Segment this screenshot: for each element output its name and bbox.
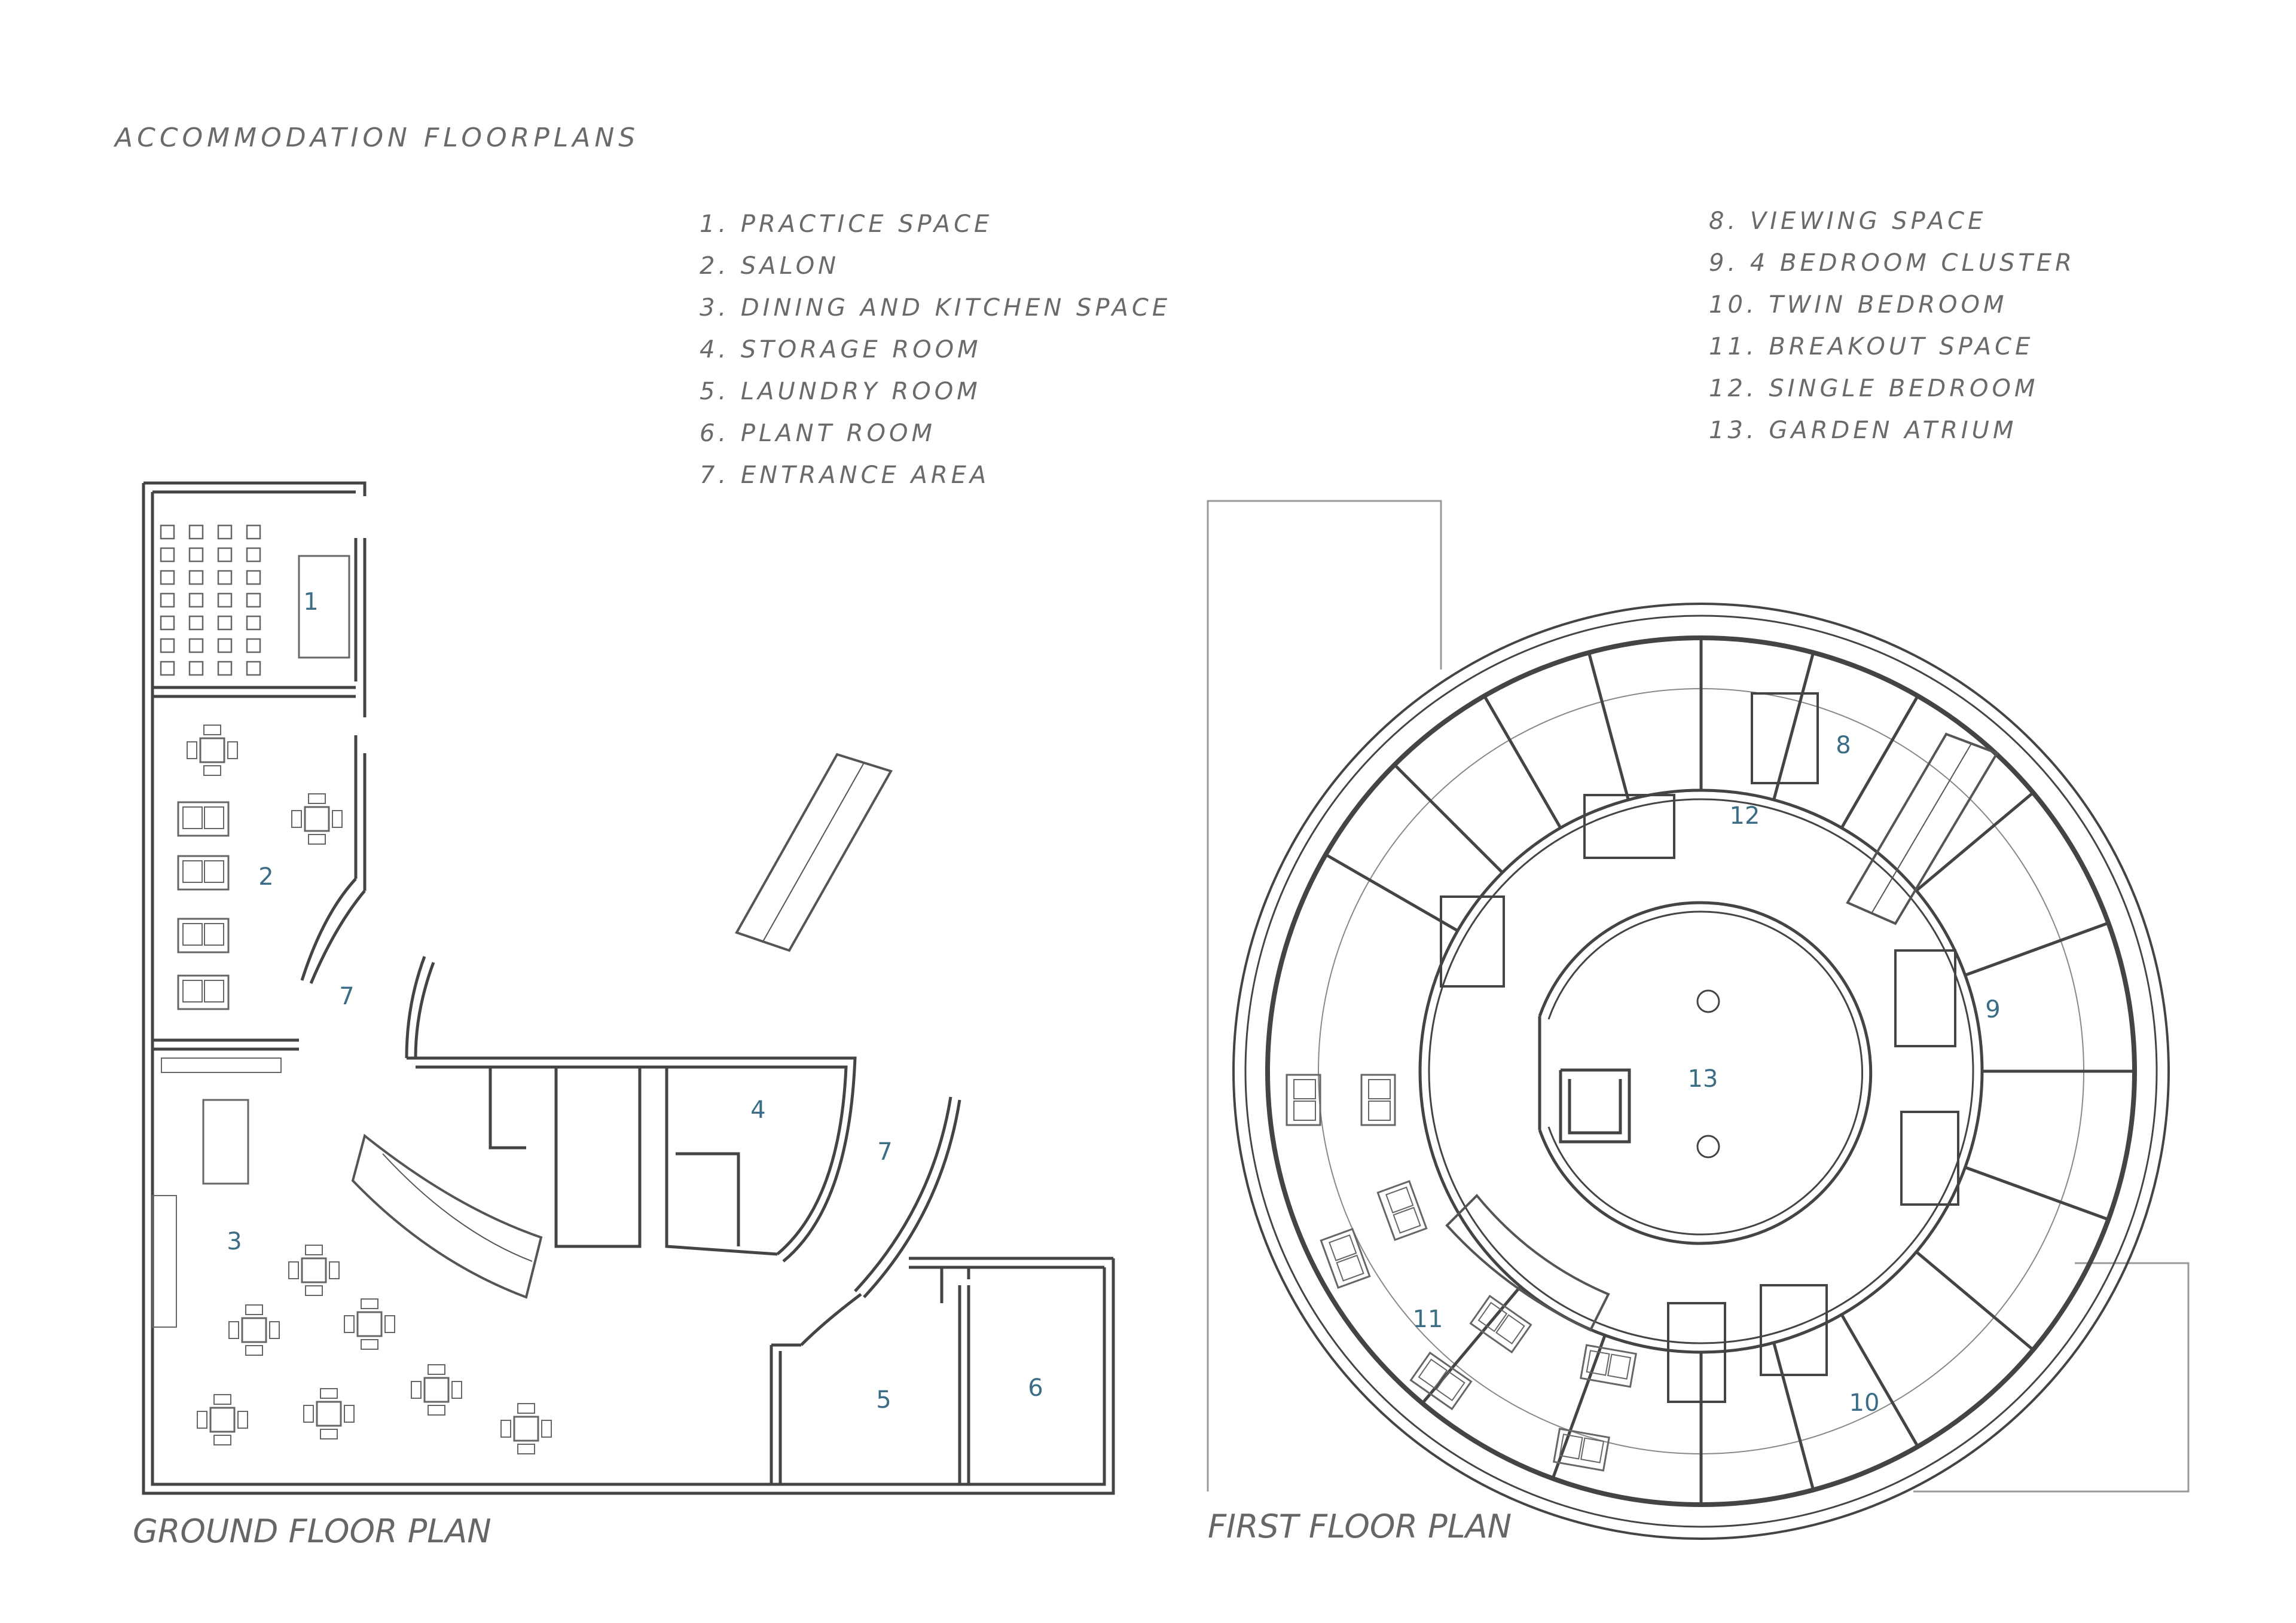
radial-wall: [1324, 853, 1459, 933]
outer-ring: [1232, 603, 2170, 1540]
wall: [554, 1067, 642, 1248]
site-outline: [1913, 1262, 2190, 1493]
room-number: 6: [1028, 1374, 1043, 1402]
stair-ground: [351, 1133, 543, 1299]
room-number: 4: [750, 1096, 765, 1124]
radial-wall: [1964, 1166, 2109, 1221]
radial-wall: [1772, 1342, 1815, 1490]
inner-ring: [1428, 798, 1974, 1344]
atrium-wall: [1547, 910, 1863, 1236]
wall: [407, 1056, 857, 1263]
legend-first-floor: 8. VIEWING SPACE 9. 4 BEDROOM CLUSTER 10…: [1709, 200, 2075, 451]
radial-wall: [1587, 652, 1630, 800]
legend-item: 1. PRACTICE SPACE: [700, 210, 993, 238]
room-number: 11: [1413, 1306, 1443, 1333]
radial-wall: [1421, 1285, 1522, 1404]
legend-item: 4. STORAGE ROOM: [700, 336, 982, 363]
wall: [665, 1067, 778, 1256]
room-numbers: 1 2 7 4 7 3 5 6 8 12 9 13 11 10: [227, 588, 2000, 1417]
first-floor-label: FIRST FLOOR PLAN: [1208, 1508, 1512, 1545]
room-number: 2: [258, 863, 273, 891]
wall: [142, 483, 1115, 1495]
wall: [863, 1099, 961, 1298]
wall: [676, 1152, 740, 1246]
stair-first-curved: [1445, 1194, 1610, 1332]
legend-item: 3. DINING AND KITCHEN SPACE: [700, 294, 1171, 322]
wall: [151, 492, 1106, 1486]
room-number: 5: [876, 1386, 891, 1414]
room-number: 9: [1985, 996, 2000, 1023]
legend-item: 10. TWIN BEDROOM: [1709, 291, 2008, 319]
legend-item: 8. VIEWING SPACE: [1709, 207, 1987, 235]
dining-furniture: [152, 1057, 552, 1455]
atrium-wall: [1538, 901, 1873, 1245]
room-number: 10: [1849, 1389, 1880, 1417]
legend-item: 13. GARDEN ATRIUM: [1709, 417, 2017, 444]
radial-wall: [1772, 652, 1815, 800]
tree: [1696, 989, 1720, 1013]
wall: [800, 1293, 862, 1346]
radial-wall: [1964, 921, 2109, 977]
wall: [416, 1065, 848, 1255]
radial-wall: [1483, 695, 1562, 829]
first-floor-plan: [1207, 500, 2190, 1540]
wall: [854, 1096, 952, 1292]
tree: [1696, 1135, 1720, 1159]
radial-wall: [1915, 1251, 2034, 1351]
page-title: ACCOMMODATION FLOORPLANS: [115, 123, 640, 153]
legend-item: 6. PLANT ROOM: [700, 420, 936, 447]
radial-wall: [1393, 763, 1504, 874]
wall: [488, 1067, 526, 1150]
legend-ground-floor: 1. PRACTICE SPACE 2. SALON 3. DINING AND…: [700, 203, 1171, 496]
radial-wall: [1551, 1334, 1607, 1480]
legend-item: 11. BREAKOUT SPACE: [1709, 333, 2034, 360]
radial-wall: [1840, 1313, 1919, 1448]
wall: [144, 481, 367, 496]
stair-first-straight: [1846, 732, 1999, 925]
site-outline: [1207, 500, 1442, 1491]
room-number: 3: [227, 1228, 242, 1255]
radial-wall: [1915, 791, 2034, 892]
outer-ring: [1244, 615, 2158, 1528]
room-number: 8: [1836, 732, 1851, 759]
ground-floor-plan: [142, 481, 1115, 1495]
legend-item: 2. SALON: [700, 252, 840, 280]
wall: [405, 956, 426, 1059]
seating-grid: [160, 524, 350, 676]
legend-item: 9. 4 BEDROOM CLUSTER: [1709, 249, 2075, 277]
wall: [300, 878, 357, 981]
ground-floor-label: GROUND FLOOR PLAN: [133, 1512, 491, 1550]
room-number: 7: [877, 1138, 892, 1166]
legend-item: 12. SINGLE BEDROOM: [1709, 375, 2039, 402]
room-number: 1: [303, 588, 318, 616]
atrium-planter: [1538, 1016, 1631, 1144]
room-number: 12: [1730, 802, 1760, 830]
stair-straight: [735, 753, 893, 952]
legend-item: 7. ENTRANCE AREA: [700, 461, 990, 489]
radial-wall: [1840, 695, 1919, 829]
wall: [414, 962, 435, 1059]
room-number: 7: [339, 983, 354, 1010]
legend-item: 5. LAUNDRY ROOM: [700, 378, 981, 405]
wall: [309, 890, 366, 984]
room-number: 13: [1688, 1065, 1718, 1093]
